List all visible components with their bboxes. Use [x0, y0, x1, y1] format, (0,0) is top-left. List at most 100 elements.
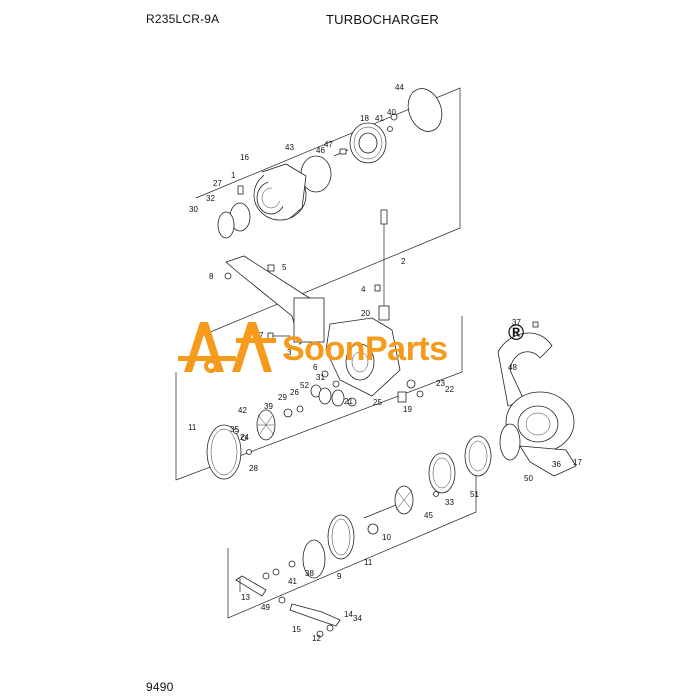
callout-label: 25	[373, 398, 382, 407]
part-bolt-33	[433, 491, 439, 497]
callout-label: 17	[573, 458, 582, 467]
callout-label: 11	[364, 558, 373, 567]
callout-label: 21	[344, 397, 353, 406]
callout-label: 44	[395, 83, 404, 92]
callout-label: 16	[240, 153, 249, 162]
page-title: TURBOCHARGER	[326, 12, 439, 27]
callout-label: 7	[259, 331, 264, 340]
part-link-14-15	[289, 603, 341, 638]
callout-label: 40	[387, 108, 396, 117]
callout-label: 23	[436, 379, 445, 388]
callout-label: 34	[353, 614, 362, 623]
callout-label: 6	[313, 363, 318, 372]
part-vane-ring-51	[428, 452, 456, 494]
callout-label: 39	[264, 402, 273, 411]
callout-label: 32	[206, 194, 215, 203]
callout-label: 12	[312, 634, 321, 643]
part-heat-shield-48	[497, 332, 553, 407]
callout-label: 45	[424, 511, 433, 520]
callout-label: 27	[213, 179, 222, 188]
part-bearing-housing	[325, 317, 401, 397]
part-nuts-35-24-28	[233, 428, 252, 455]
callout-label: 30	[189, 205, 198, 214]
soonparts-brand-text: SoonParts	[282, 330, 448, 368]
callout-label: 41	[375, 114, 384, 123]
callout-label: 10	[382, 533, 391, 542]
part-clip-1-27	[237, 185, 244, 195]
part-seals-52-26-21	[310, 384, 345, 407]
callout-label: 13	[241, 593, 250, 602]
soonparts-logo	[178, 322, 276, 373]
callout-label: 52	[300, 381, 309, 390]
part-snap-ring-36	[499, 423, 521, 461]
part-bracket-arm	[225, 255, 325, 345]
part-rings-29-39	[283, 405, 304, 418]
callout-label: 28	[249, 464, 258, 473]
callout-label: 46	[316, 146, 325, 155]
callout-label: 8	[209, 272, 214, 281]
part-nut-40-41	[387, 113, 398, 132]
callout-label: 4	[361, 285, 366, 294]
callout-label: 26	[290, 388, 299, 397]
part-clamp-11-lower	[327, 514, 355, 560]
part-compressor-housing-16	[253, 163, 307, 221]
part-housing-cover-18	[349, 122, 387, 164]
part-turbine-housing-17	[505, 391, 577, 477]
callout-label: 41	[288, 577, 297, 586]
part-turbine-shaft-45	[363, 485, 414, 519]
part-compressor-wheel-42	[256, 409, 276, 441]
part-o-ring-9	[302, 539, 326, 579]
callout-label: 37	[512, 318, 521, 327]
callout-label: 31	[316, 373, 325, 382]
callout-label: 24	[240, 433, 249, 442]
model-number: R235LCR-9A	[146, 12, 220, 26]
part-bolt-46-47	[333, 148, 349, 157]
part-lever-13	[235, 575, 267, 597]
part-bolt-37	[532, 321, 539, 328]
page-number: 9490	[146, 680, 174, 694]
registered-mark: ®	[508, 320, 525, 345]
callout-label: 14	[344, 610, 353, 619]
callout-label: 29	[278, 393, 287, 402]
part-o-ring-44	[407, 88, 443, 132]
callout-label: 5	[282, 263, 287, 272]
callout-label: 49	[261, 603, 270, 612]
part-pin-49	[278, 596, 286, 604]
callout-label: 36	[552, 460, 561, 469]
part-washer-41-lower	[262, 568, 280, 580]
callout-label: 3	[287, 348, 292, 357]
part-sensor-2	[378, 209, 390, 321]
part-nut-38	[288, 560, 296, 568]
part-bolt-5	[267, 264, 275, 272]
callout-label: 11	[188, 423, 197, 432]
callout-label: 47	[324, 140, 333, 149]
part-spring-washer-6-31	[321, 370, 340, 388]
callout-label: 2	[401, 257, 406, 266]
callout-label: 48	[508, 363, 517, 372]
part-v-band-clamp-11	[206, 424, 242, 480]
callout-label: 35	[230, 425, 239, 434]
part-snap-ring-30	[217, 211, 235, 239]
part-plugs-23-22-19-25	[347, 379, 424, 407]
part-nozzle-ring-50	[464, 435, 492, 477]
callout-label: 1	[231, 171, 236, 180]
callout-label: 33	[445, 498, 454, 507]
callout-label: 38	[305, 569, 314, 578]
part-washer-8	[224, 272, 232, 280]
callout-label: 42	[238, 406, 247, 415]
callout-label: 15	[292, 625, 301, 634]
callout-label: 51	[470, 490, 479, 499]
callout-label: 19	[403, 405, 412, 414]
callout-label: 20	[361, 309, 370, 318]
callout-label: 9	[337, 572, 342, 581]
soonparts-logo-icon	[178, 322, 276, 373]
callout-label: 18	[360, 114, 369, 123]
callout-label: 22	[445, 385, 454, 394]
part-seal-ring-10	[367, 523, 379, 535]
part-bolt-4	[374, 284, 381, 292]
callout-label: 43	[285, 143, 294, 152]
callout-label: 50	[524, 474, 533, 483]
